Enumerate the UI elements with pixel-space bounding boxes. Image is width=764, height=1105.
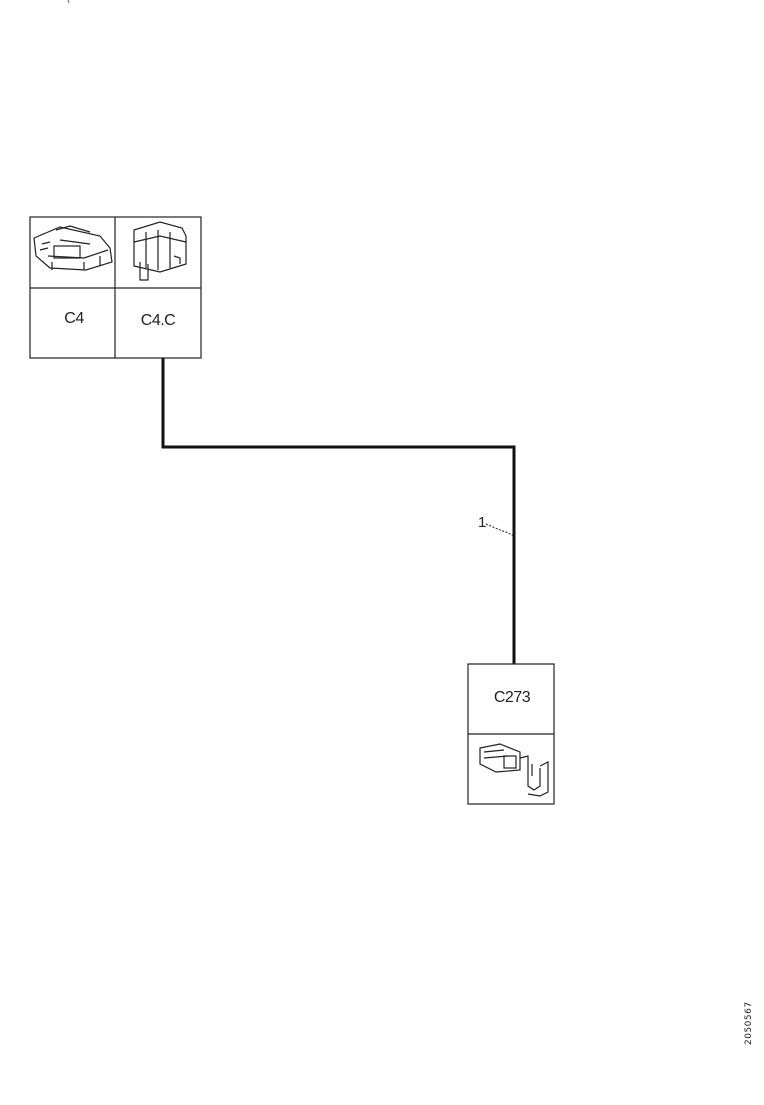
wire-callout-number: 1 — [478, 514, 487, 531]
wire-1 — [161, 358, 516, 664]
plug-connector-icon — [479, 743, 549, 797]
housing-connector-icon — [33, 225, 113, 271]
connector-label-c4c: C4.C — [140, 312, 176, 329]
callout-leader — [485, 523, 515, 537]
connector-label-c4: C4 — [64, 310, 84, 327]
connector-label-c273: C273 — [493, 689, 531, 706]
terminal-block-icon — [133, 221, 187, 281]
document-number: 2050567 — [744, 1001, 754, 1045]
connector-table-c273 — [467, 663, 555, 805]
connector-table-c4 — [29, 216, 202, 359]
stray-mark — [67, 0, 70, 4]
